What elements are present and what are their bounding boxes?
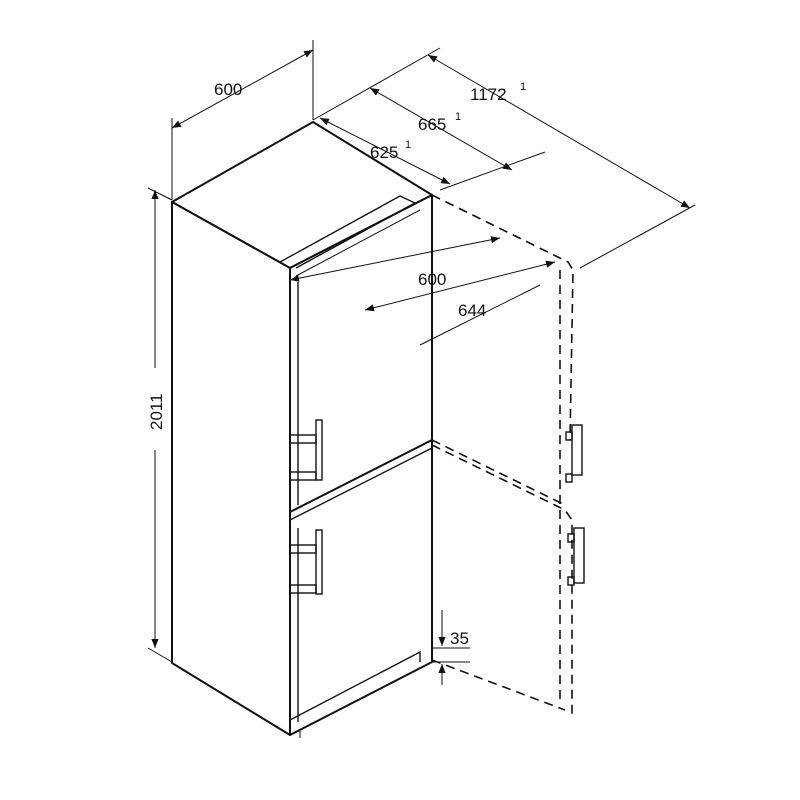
dim-width-label: 600: [214, 80, 242, 99]
dimension-lines: [147, 40, 696, 685]
door-handles: [289, 419, 323, 595]
dim-height-label: 2011: [147, 393, 166, 430]
dim-door-open-label: 644: [458, 301, 486, 320]
dim-feet-label: 35: [450, 629, 469, 648]
dim-depth-body-note: 1: [405, 139, 411, 151]
dim-depth-total-label: 1172: [470, 85, 507, 104]
dim-depth-body-label: 625: [370, 143, 398, 162]
open-door-outline: [431, 194, 574, 715]
dim-door-width-label: 600: [418, 270, 446, 289]
dim-depth-total-note: 1: [520, 81, 526, 93]
dim-depth-handle-label: 665: [418, 115, 446, 134]
fridge-body: [171, 121, 433, 738]
door-hinges: [565, 424, 585, 586]
dim-depth-handle-note: 1: [455, 111, 461, 123]
